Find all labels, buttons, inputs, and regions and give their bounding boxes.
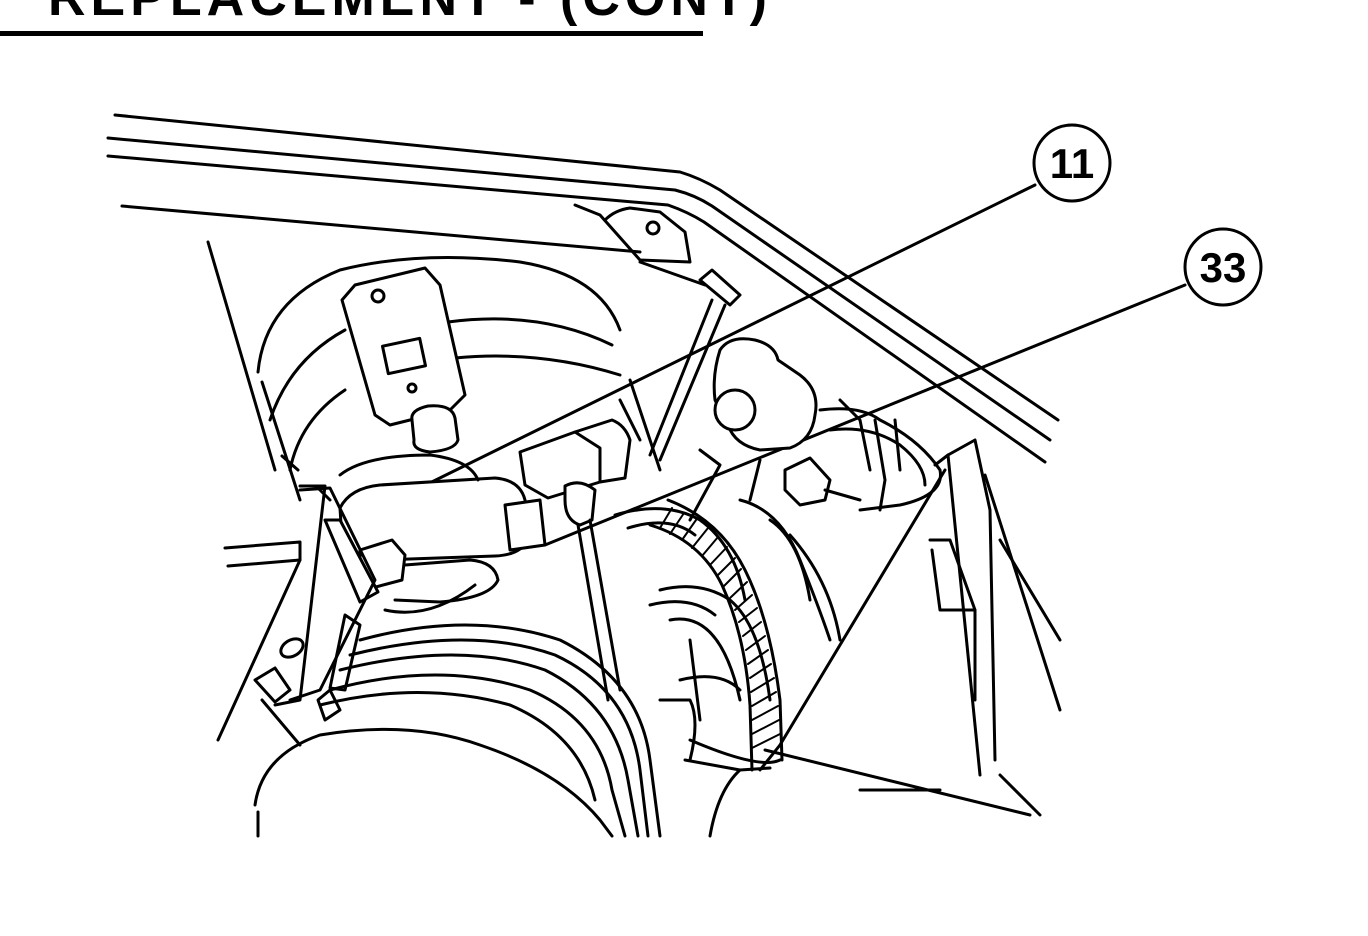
hood-frame-lines (106, 113, 1060, 464)
vertical-rod (563, 481, 622, 702)
round-housing (256, 256, 622, 502)
hood-hinge-bracket (573, 203, 742, 462)
housing-mount-bracket (340, 266, 467, 454)
callout-leaders (383, 183, 1187, 547)
brake-line-fittings (288, 486, 500, 702)
tubing-bundle (316, 613, 662, 838)
master-cylinder (316, 418, 632, 562)
valve-assembly (618, 337, 942, 522)
page-title: REPLACEMENT - (CONT) (48, 0, 772, 24)
lower-mount-plate (253, 484, 327, 747)
left-fender-outline (206, 240, 302, 742)
lower-center-housing (658, 698, 772, 838)
callout-11-label: 11 (1050, 140, 1094, 187)
corrugated-hose (648, 498, 784, 772)
callout-33-label: 33 (1200, 244, 1247, 291)
callout-33-group: 33 (1183, 227, 1263, 307)
callout-11-group: 11 (1032, 123, 1112, 203)
wiring-harness (613, 498, 842, 764)
title-underline (0, 31, 703, 36)
lower-round-vessel (253, 727, 614, 838)
right-panel (758, 438, 1062, 817)
